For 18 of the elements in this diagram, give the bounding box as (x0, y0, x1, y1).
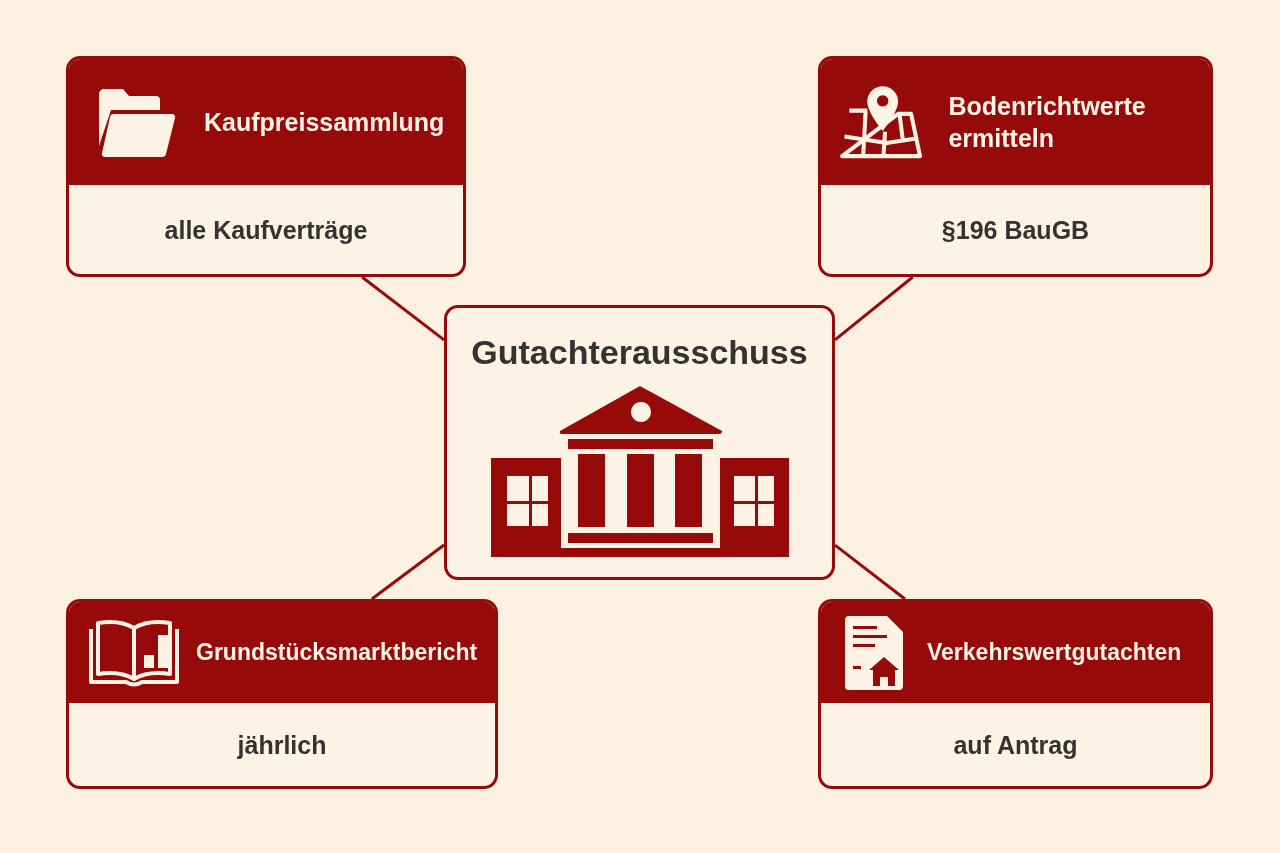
connector-line (361, 275, 445, 342)
info-card (66, 599, 498, 789)
connector-line (834, 543, 906, 601)
info-card (66, 56, 466, 277)
card-title: Verkehrswertgutachten (927, 637, 1182, 667)
connector-line (834, 275, 914, 342)
card-text: §196 BauGB (941, 214, 1090, 245)
card-title: Grundstücksmarktbericht (196, 637, 478, 667)
card-title: Kaufpreissammlung (204, 106, 445, 138)
center-title: Gutachterausschuss (471, 332, 808, 373)
card-text: alle Kaufverträge (164, 214, 368, 245)
card-title: Bodenrichtwerte ermitteln (948, 90, 1147, 154)
card-text: jährlich (237, 729, 327, 760)
info-card (818, 599, 1213, 789)
card-text: auf Antrag (953, 729, 1078, 760)
connector-line (370, 543, 445, 601)
info-card (818, 56, 1213, 277)
center-box (444, 305, 835, 580)
